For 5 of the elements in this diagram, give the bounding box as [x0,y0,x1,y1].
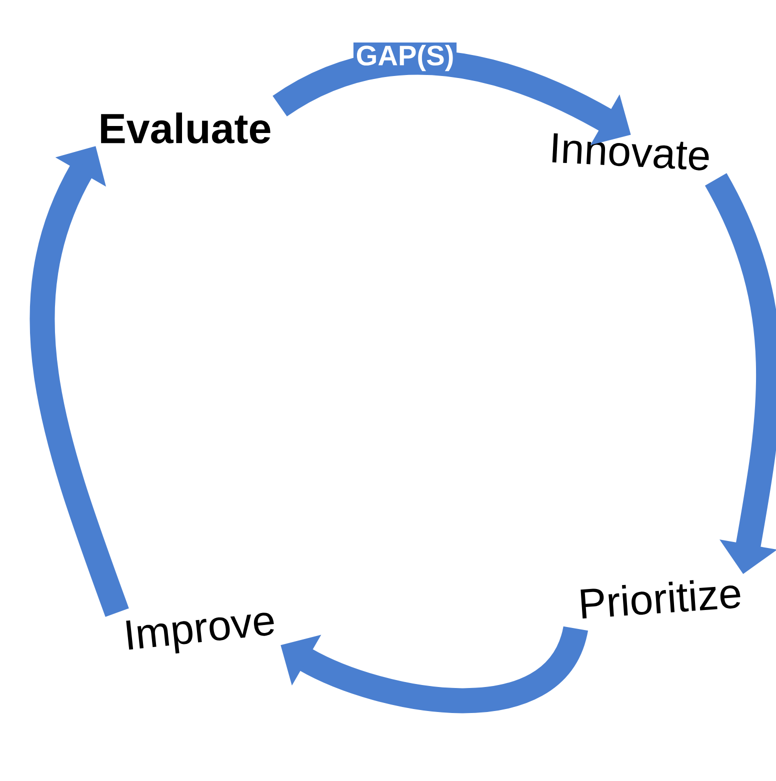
edge-label: GAP(S) [356,44,453,72]
step-label: Innovate [552,133,709,170]
step-label: Prioritize [580,580,740,619]
step-label: Evaluate [101,112,270,144]
step-label: Improve [126,612,274,654]
